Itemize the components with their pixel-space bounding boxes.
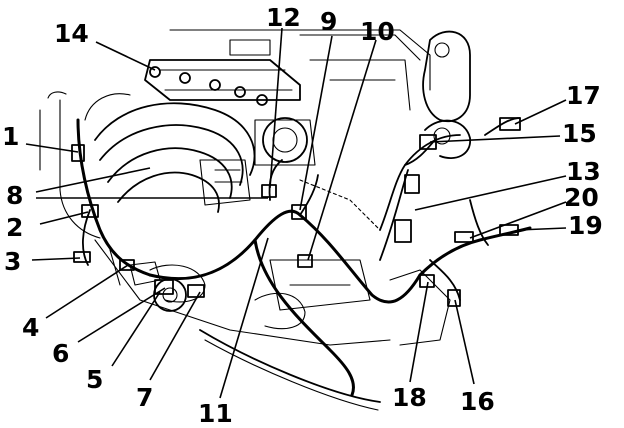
- wiring-harness-illustration: [71, 117, 532, 411]
- leader-17: [514, 99, 567, 125]
- callout-11: 11: [198, 399, 233, 428]
- callout-17: 17: [566, 81, 601, 110]
- callout-4: 4: [22, 313, 39, 342]
- leader-8a: [35, 167, 151, 193]
- callout-18: 18: [392, 383, 427, 412]
- leader-6: [77, 287, 166, 343]
- callout-7: 7: [136, 383, 153, 412]
- callout-1: 1: [2, 122, 19, 151]
- leader-1: [25, 143, 79, 153]
- callout-5: 5: [86, 365, 103, 394]
- callout-9: 9: [320, 7, 337, 36]
- callout-20: 20: [564, 183, 599, 212]
- leader-13: [414, 175, 567, 211]
- leader-9: [299, 35, 333, 211]
- leader-4: [45, 264, 129, 319]
- callout-19: 19: [568, 211, 603, 240]
- callout-12: 12: [266, 3, 301, 32]
- callout-14: 14: [54, 19, 89, 48]
- leader-7: [149, 291, 201, 381]
- leader-15: [429, 135, 561, 143]
- callout-3: 3: [4, 247, 21, 276]
- leader-20: [469, 201, 567, 239]
- callout-leader-lines: [25, 27, 567, 399]
- leader-5: [111, 291, 161, 367]
- callout-10: 10: [360, 17, 395, 46]
- leader-19: [517, 227, 567, 231]
- callout-13: 13: [566, 157, 601, 186]
- leader-14: [95, 41, 156, 71]
- callout-numbers: 1 2 3 4 5 6 7 8 9 10 11 12 13 14 15 16 1…: [2, 3, 603, 428]
- leader-12: [269, 27, 283, 189]
- leader-16: [454, 299, 475, 385]
- callout-16: 16: [460, 387, 495, 416]
- callout-15: 15: [562, 119, 597, 148]
- callout-6: 6: [52, 339, 69, 368]
- leader-18: [409, 281, 429, 383]
- leader-10: [307, 39, 377, 261]
- callout-2: 2: [6, 213, 23, 242]
- leader-2: [39, 211, 89, 225]
- leader-3: [31, 257, 81, 261]
- callout-8: 8: [6, 181, 23, 210]
- leader-11: [219, 237, 269, 399]
